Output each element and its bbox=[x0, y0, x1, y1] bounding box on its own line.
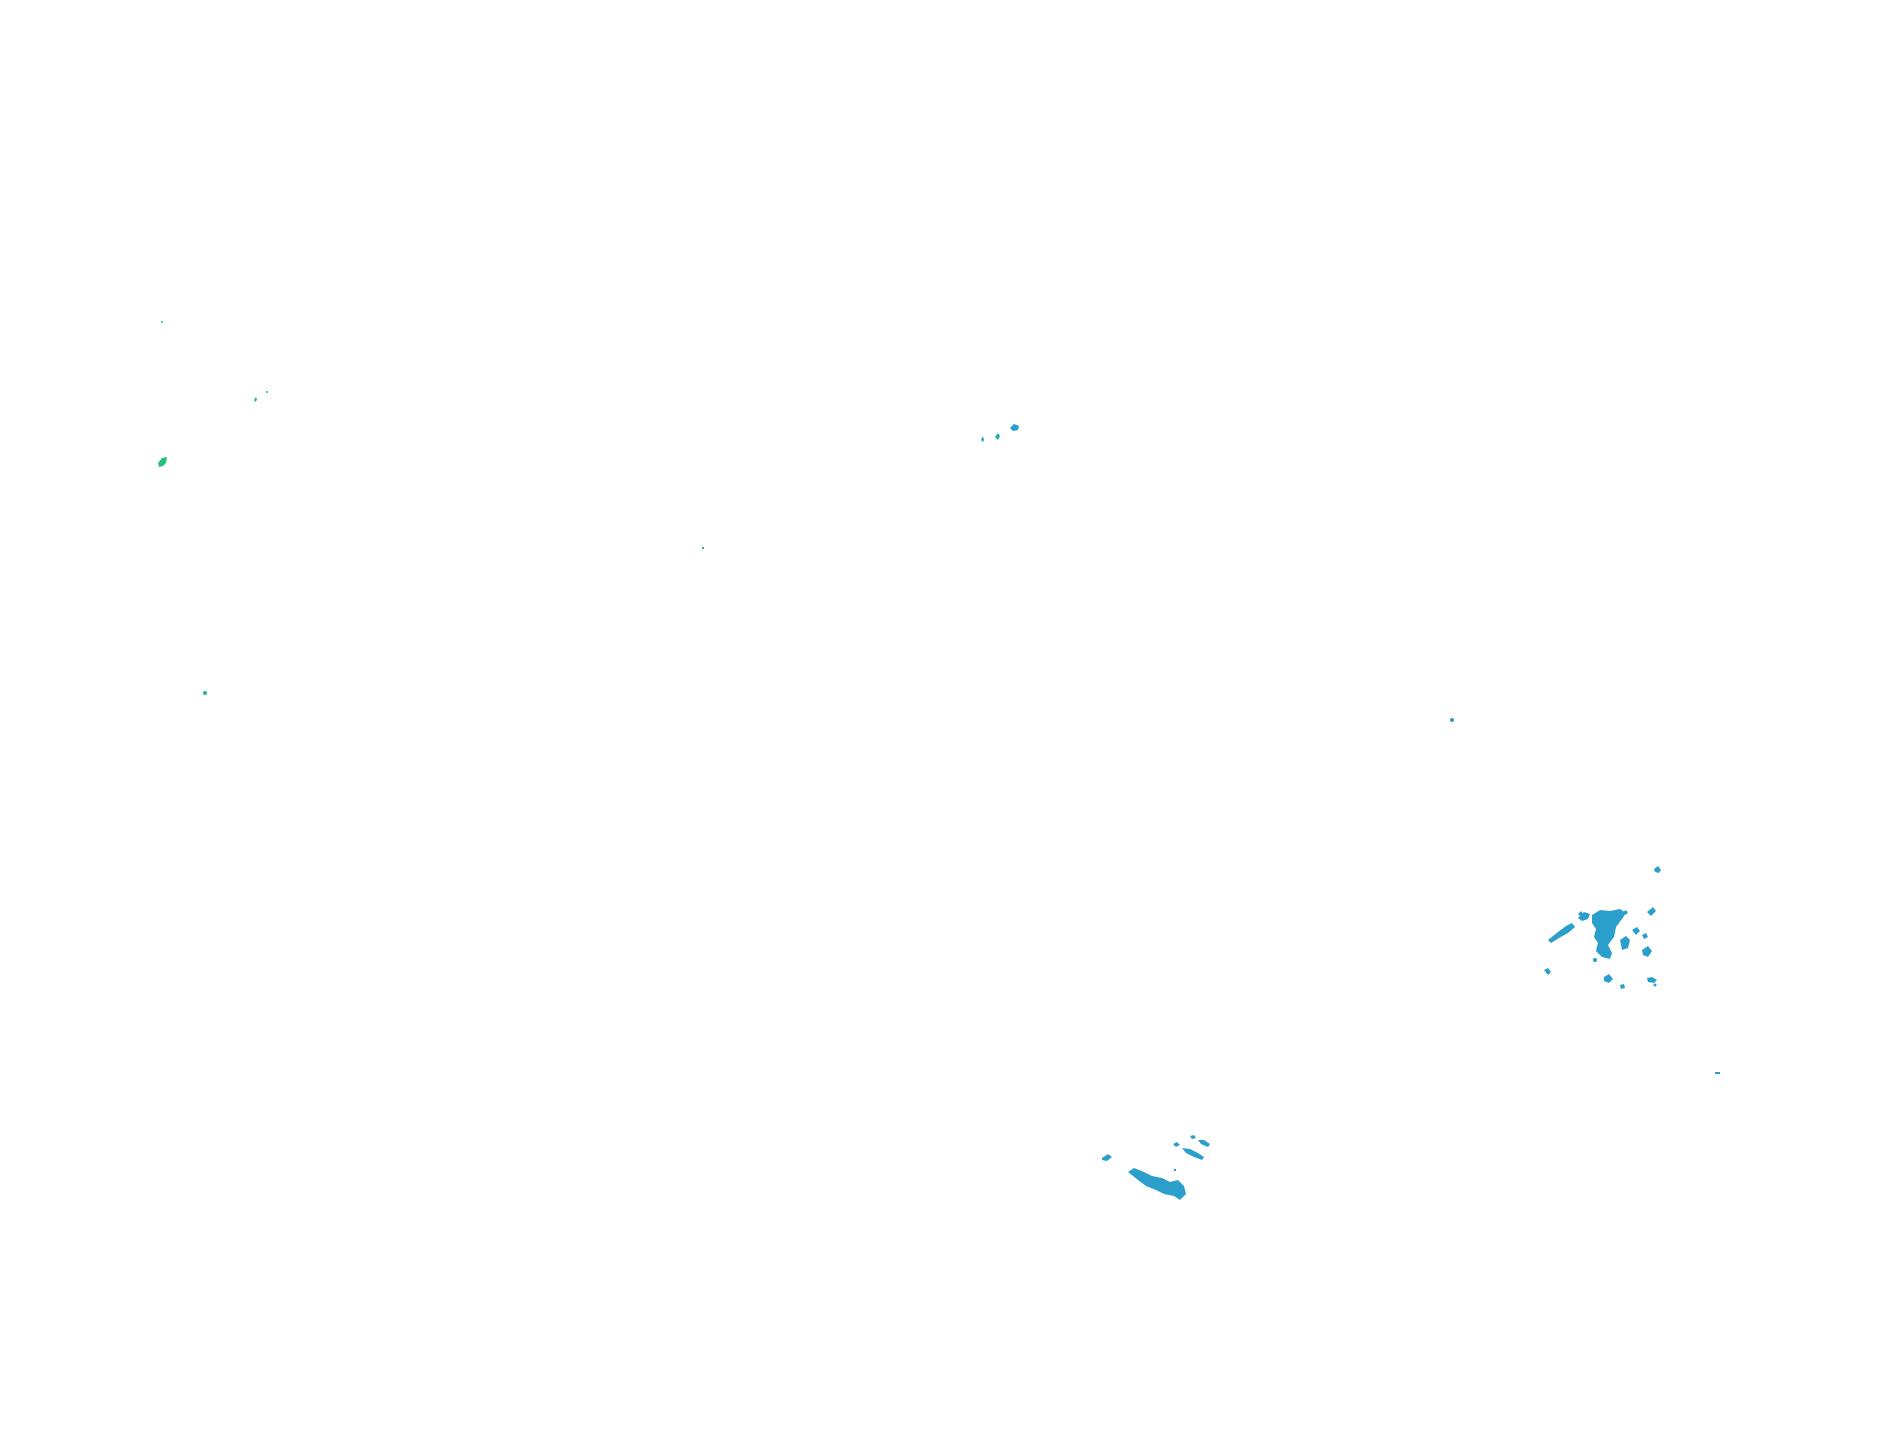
island-cluster-center-dot bbox=[701, 546, 705, 550]
island-cluster-center-north bbox=[981, 424, 1019, 442]
island-shape bbox=[1620, 984, 1625, 989]
island-cluster-east-dot bbox=[1450, 718, 1454, 722]
island-shape bbox=[1182, 1148, 1204, 1160]
island-dot bbox=[203, 691, 207, 695]
island-shape bbox=[1128, 1168, 1186, 1200]
island-cluster-west-dot bbox=[203, 691, 207, 695]
island-dot bbox=[1593, 958, 1597, 962]
island-shape bbox=[1198, 1140, 1210, 1147]
island-cluster-south-chain bbox=[1102, 1135, 1210, 1200]
island-shape bbox=[1173, 1142, 1180, 1147]
island-cluster-southeast bbox=[1544, 866, 1661, 989]
island-shape bbox=[1632, 927, 1640, 935]
island-shape bbox=[1548, 923, 1575, 943]
island-shape bbox=[995, 433, 1000, 440]
island-shape bbox=[1544, 968, 1551, 975]
island-cluster-far-east-dot bbox=[1715, 1072, 1720, 1074]
island-dot bbox=[161, 321, 163, 323]
island-shape bbox=[1642, 933, 1648, 939]
island-shape bbox=[1647, 907, 1656, 916]
island-shape bbox=[1654, 866, 1661, 873]
island-shape bbox=[1642, 946, 1652, 957]
island-dot bbox=[1715, 1072, 1720, 1074]
island-shape bbox=[1604, 974, 1613, 983]
island-cluster-west-1 bbox=[158, 321, 167, 467]
island-dot bbox=[266, 391, 268, 393]
island-dot bbox=[701, 546, 705, 550]
island-shape bbox=[1620, 936, 1630, 950]
island-shape bbox=[981, 436, 984, 442]
island-dot bbox=[1653, 983, 1657, 987]
island-shape bbox=[1647, 977, 1657, 983]
island-shape bbox=[254, 397, 257, 402]
island-shape bbox=[1010, 424, 1019, 431]
island-shape bbox=[1623, 910, 1628, 915]
island-cluster-west-2 bbox=[254, 391, 268, 402]
island-shape bbox=[1592, 909, 1626, 959]
island-dot bbox=[1450, 718, 1454, 722]
island-shape bbox=[1578, 912, 1590, 921]
island-shape bbox=[1190, 1135, 1196, 1139]
island-shape bbox=[1102, 1154, 1112, 1161]
island-dot bbox=[1173, 1168, 1177, 1172]
island-shape bbox=[158, 457, 167, 467]
island-shape bbox=[1578, 911, 1583, 916]
